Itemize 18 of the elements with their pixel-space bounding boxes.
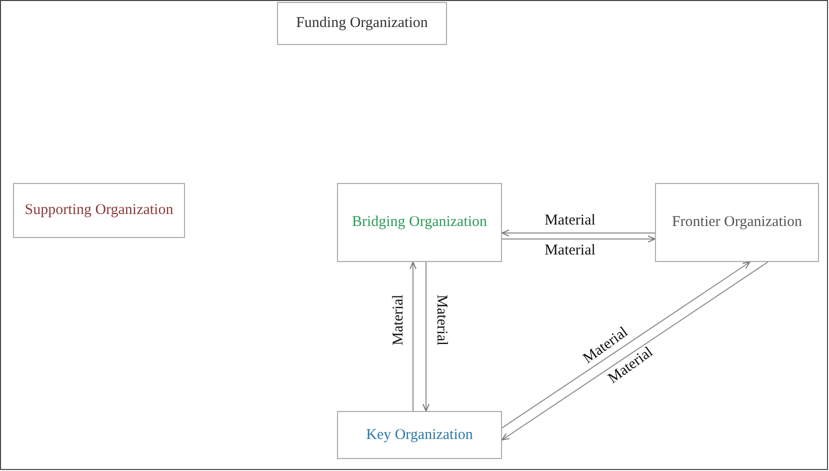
edge-label: Material: [434, 294, 448, 346]
edge-label: Material: [544, 214, 596, 228]
node-label: Key Organization: [366, 426, 473, 445]
arrow: [422, 262, 430, 412]
node-label: Funding Organization: [296, 14, 428, 34]
arrow: [502, 236, 656, 242]
node-label: Supporting Organization: [24, 201, 174, 220]
organization-box: [337, 411, 502, 459]
edge-label: Material: [392, 294, 406, 346]
organization-box: [655, 183, 819, 262]
organization-box: [337, 183, 502, 262]
arrow: [502, 230, 656, 236]
organization-box: [13, 183, 185, 238]
arrow: [410, 262, 416, 412]
organization-box: [277, 2, 447, 45]
edge-label: Material: [544, 244, 596, 258]
node-label: Bridging Organization: [352, 213, 488, 232]
node-label: Frontier Organization: [672, 213, 802, 232]
